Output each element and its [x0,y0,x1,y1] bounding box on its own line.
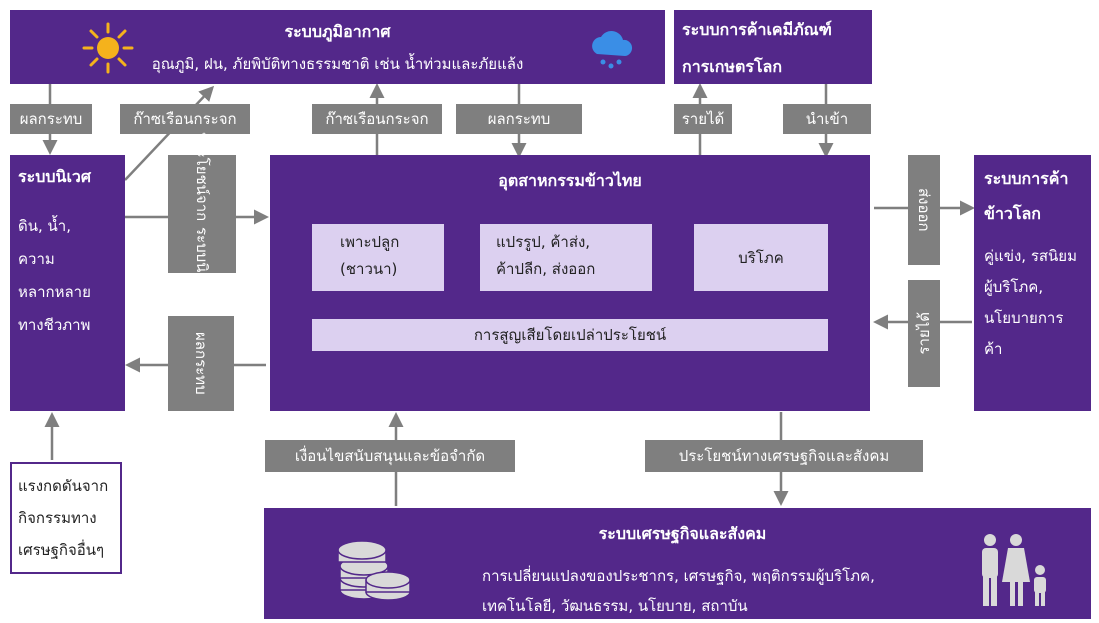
label-impact-back: ผลกระทบ [168,316,234,411]
label-impact-ind: ผลกระทบ [456,104,582,134]
world-trade-items: คู่แข่ง, รสนิยม ผู้บริโภค, นโยบายการค้า [984,241,1081,365]
climate-title: ระบบภูมิอากาศ [284,22,391,41]
cultivation-box: เพาะปลูก (ชาวนา) [312,224,444,291]
label-ghg-ind: ก๊าซเรือนกระจก [312,104,442,134]
thai-rice-industry-box: อุตสาหกรรมข้าวไทย เพาะปลูก (ชาวนา) แปรรู… [270,155,870,411]
climate-subtitle: อุณภูมิ, ฝน, ภัยพิบัติทางธรรมชาติ เช่น น… [151,55,524,73]
sun-icon [82,22,134,74]
consumption-label: บริโภค [738,248,784,267]
label-impact-eco: ผลกระทบ [10,104,92,134]
label-conditions: เงื่อนไขสนับสนุนและข้อจำกัด [265,440,515,472]
ecosystem-items: ดิน, น้ำ, ความ หลากหลาย ทางชีวภาพ [18,210,117,342]
label-impact-back-text: ผลกระทบ [192,332,210,395]
world-trade-item: นโยบายการค้า [984,309,1064,358]
label-export: ส่งออก [908,155,940,265]
ecosystem-item: ทางชีวภาพ [18,316,91,334]
label-benefit-socio: ประโยชน์ทางเศรษฐกิจและสังคม [645,440,923,472]
other-economic-pressure-box: แรงกดดันจาก กิจกรรมทาง เศรษฐกิจอื่นๆ [10,462,122,574]
ecosystem-item: ดิน, น้ำ, [18,217,71,235]
socio-title: ระบบเศรษฐกิจและสังคม [598,524,767,543]
agrochem-title-line2: การเกษตรโลก [682,57,783,76]
label-import: นำเข้า [783,104,871,134]
pressure-line: เศรษฐกิจอื่นๆ [18,541,105,559]
cultivation-line2: (ชาวนา) [340,260,398,278]
world-rice-trade-box: ระบบการค้า ข้าวโลก คู่แข่ง, รสนิยม ผู้บร… [974,155,1091,411]
coins-icon [334,528,414,604]
label-export-text: ส่งออก [915,188,933,232]
socio-line2: เทคโนโลยี, วัฒนธรรม, นโยบาย, สถาบัน [482,597,748,615]
industry-title: อุตสาหกรรมข้าวไทย [498,171,642,190]
label-benefit-eco-line2: ระบบนิเวศ [193,227,211,296]
label-income: รายได้ [674,104,732,134]
socio-line1: การเปลี่ยนแปลงของประชากร, เศรษฐกิจ, พฤติ… [482,567,875,585]
world-trade-title-line1: ระบบการค้า [984,169,1069,188]
processing-line2: ค้าปลีก, ส่งออก [496,260,596,278]
cultivation-line1: เพาะปลูก [340,233,400,251]
socio-economic-box: ระบบเศรษฐกิจและสังคม การเปลี่ยนแปลงของปร… [264,508,1091,619]
world-trade-title-line2: ข้าวโลก [984,204,1041,223]
label-benefit-eco-line1: ประโยชน์จาก [193,132,211,222]
world-trade-item: ผู้บริโภค, [984,278,1044,296]
ecosystem-item: หลากหลาย [18,283,91,301]
family-icon [972,532,1056,608]
rain-cloud-icon [587,24,635,72]
label-benefit-eco: ประโยชน์จาก ระบบนิเวศ [168,132,236,296]
world-trade-item: คู่แข่ง, รสนิยม [984,247,1077,265]
ecosystem-title: ระบบนิเวศ [18,167,92,186]
pressure-line: กิจกรรมทาง [18,509,97,527]
loss-label: การสูญเสียโดยเปล่าประโยชน์ [473,326,667,344]
processing-line1: แปรรูป, ค้าส่ง, [496,233,591,251]
label-income-world: รายได้ [908,280,940,387]
agrochem-title-line1: ระบบการค้าเคมีภัณฑ์ [682,20,832,39]
consumption-box: บริโภค [694,224,828,291]
agrochem-trade-box: ระบบการค้าเคมีภัณฑ์ การเกษตรโลก [674,10,872,84]
loss-box: การสูญเสียโดยเปล่าประโยชน์ [312,319,828,351]
label-ghg-eco: ก๊าซเรือนกระจก [120,104,250,134]
pressure-line: แรงกดดันจาก [18,477,109,495]
processing-box: แปรรูป, ค้าส่ง, ค้าปลีก, ส่งออก [480,224,652,291]
ecosystem-box: ระบบนิเวศ ดิน, น้ำ, ความ หลากหลาย ทางชีว… [10,155,125,411]
climate-system-box: ระบบภูมิอากาศ อุณภูมิ, ฝน, ภัยพิบัติทางธ… [10,10,665,84]
label-income-world-text: รายได้ [915,312,933,355]
ecosystem-item: ความ [18,250,55,268]
